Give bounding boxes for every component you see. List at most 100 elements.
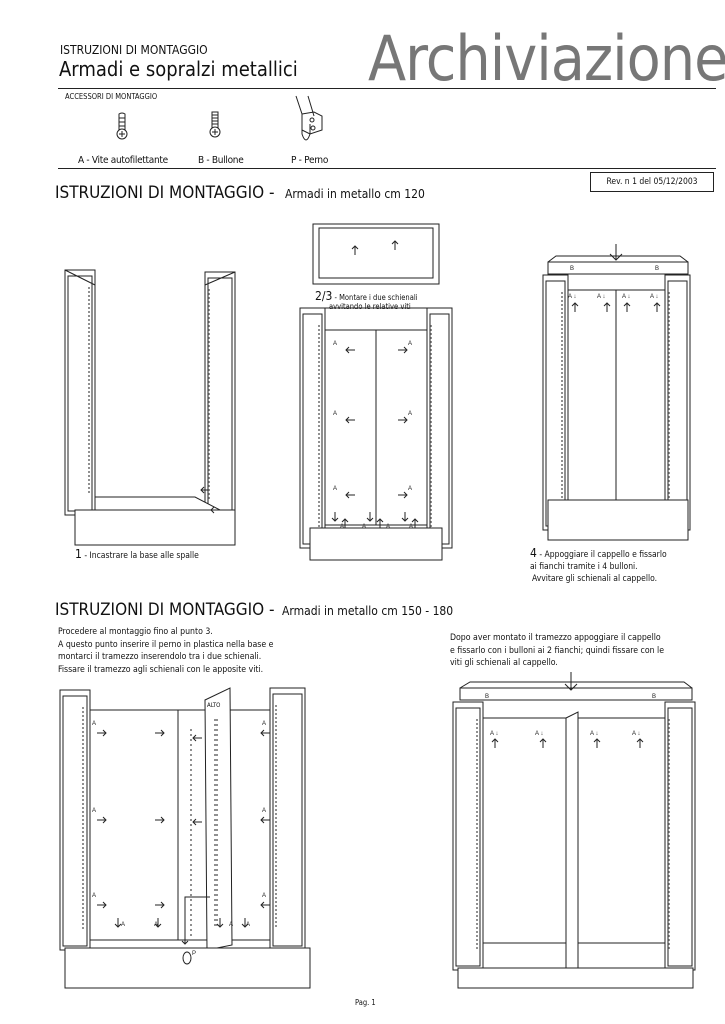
base bbox=[94, 496, 221, 511]
diagram-label: B bbox=[655, 266, 659, 272]
header-subtitle: Armadi e sopralzi metallici bbox=[59, 57, 298, 81]
diagram-label: A bbox=[333, 411, 337, 417]
arrow-right-icon bbox=[155, 816, 165, 824]
diagram-label: A bbox=[362, 524, 366, 530]
arrow-right-icon bbox=[155, 729, 165, 737]
side-panel-inner bbox=[272, 693, 303, 947]
arrow-up-icon bbox=[491, 738, 499, 748]
text-line: montarci il tramezzo inserendolo tra i d… bbox=[58, 652, 262, 662]
step1-caption: 1 - Incastrare la base alle spalle bbox=[75, 547, 199, 561]
top-cap bbox=[547, 261, 689, 275]
diagram-label: A bbox=[262, 893, 266, 899]
step1-number: 1 bbox=[75, 547, 82, 561]
side-panel-inner bbox=[455, 707, 481, 967]
arrow-left-icon bbox=[345, 346, 355, 354]
side-panel-inner bbox=[429, 313, 450, 545]
diagram-label: A ↓ bbox=[597, 294, 605, 300]
diagram-label: A bbox=[229, 922, 233, 928]
section2-title: ISTRUZIONI DI MONTAGGIO - bbox=[55, 600, 275, 620]
side-panel-inner bbox=[207, 277, 233, 519]
top-cap-inner bbox=[318, 227, 434, 279]
arrow-up-icon bbox=[623, 302, 631, 312]
arrow-down-icon bbox=[401, 512, 409, 522]
arrow-down-icon bbox=[331, 512, 339, 522]
arrow-up-icon bbox=[351, 245, 359, 255]
revision-box: Rev. n 1 del 05/12/2003 bbox=[590, 172, 714, 192]
diagram-label: A bbox=[92, 721, 96, 727]
arrow-down-icon bbox=[564, 672, 578, 691]
arrow-left-icon bbox=[345, 491, 355, 499]
diagram-label: A bbox=[262, 721, 266, 727]
arrow-up-icon bbox=[603, 302, 611, 312]
diagram-label: A bbox=[333, 341, 337, 347]
arrow-up-icon bbox=[636, 738, 644, 748]
arrow-up-icon bbox=[653, 302, 661, 312]
diagram-label: A bbox=[333, 486, 337, 492]
diagram-label: B bbox=[485, 694, 489, 700]
diagram-label: A ↓ bbox=[568, 294, 576, 300]
diagram-label: A bbox=[386, 524, 390, 530]
base bbox=[309, 527, 443, 561]
arrow-right-icon bbox=[97, 729, 107, 737]
top-cap bbox=[459, 687, 693, 701]
arrow-right-icon bbox=[398, 416, 408, 424]
arrow-down-icon bbox=[366, 512, 374, 522]
arrow-right-icon bbox=[155, 901, 165, 909]
diagram-label: A bbox=[340, 524, 344, 530]
text-line: Procedere al montaggio fino al punto 3. bbox=[58, 627, 213, 637]
page-number: Pag. 1 bbox=[355, 998, 376, 1007]
diagram-label: A ↓ bbox=[490, 731, 498, 737]
step4-number: 4 bbox=[530, 546, 537, 560]
divider-panel bbox=[565, 711, 579, 969]
diagram-label: P bbox=[192, 951, 196, 957]
arrow-up-icon bbox=[341, 518, 349, 528]
step23-number: 2/3 bbox=[315, 289, 333, 303]
diagram-label: A bbox=[154, 922, 158, 928]
diagram-label: B bbox=[570, 266, 574, 272]
diagram-label: A ↓ bbox=[632, 731, 640, 737]
arrow-left-icon bbox=[200, 486, 210, 494]
divider bbox=[58, 88, 716, 89]
top-cap-edge bbox=[459, 681, 693, 689]
diagram-label: A bbox=[246, 922, 250, 928]
pin-icon bbox=[182, 951, 192, 965]
text-line: Fissare il tramezzo agli schienali con l… bbox=[58, 664, 264, 675]
arrow-left-icon bbox=[260, 901, 270, 909]
arrow-down-icon bbox=[609, 244, 623, 261]
diagram-label: A bbox=[409, 524, 413, 530]
arrow-down-icon bbox=[114, 918, 122, 928]
arrow-left-icon bbox=[345, 416, 355, 424]
diagram-label: A bbox=[92, 808, 96, 814]
top-cap-edge bbox=[547, 255, 689, 263]
divider-panel bbox=[204, 687, 233, 951]
side-panel-inner bbox=[667, 280, 688, 527]
arrow-down-icon bbox=[181, 935, 189, 945]
accessory-label-a: A - Vite autofilettante bbox=[78, 155, 168, 166]
arrow-right-icon bbox=[97, 816, 107, 824]
back-panel bbox=[89, 709, 271, 941]
section2-subtitle: Armadi in metallo cm 150 - 180 bbox=[282, 604, 454, 618]
section1-subtitle: Armadi in metallo cm 120 bbox=[285, 187, 425, 201]
accessory-label-b: B - Bullone bbox=[198, 155, 244, 166]
diagram-label: A bbox=[262, 808, 266, 814]
section2-left-text: Procedere al montaggio fino al punto 3. … bbox=[58, 626, 273, 676]
arrow-up-icon bbox=[571, 302, 579, 312]
diagram-label: A ↓ bbox=[535, 731, 543, 737]
diagram-label: A bbox=[92, 893, 96, 899]
arrow-left-icon bbox=[192, 734, 202, 742]
arrow-down-icon bbox=[216, 918, 224, 928]
text-line: viti gli schienali al cappello. bbox=[450, 658, 558, 668]
arrow-up-icon bbox=[593, 738, 601, 748]
step1-text: - Incastrare la base alle spalle bbox=[84, 551, 199, 561]
accessories-title: ACCESSORI DI MONTAGGIO bbox=[65, 92, 158, 101]
diagram-label: B bbox=[652, 694, 656, 700]
diagram-label: A bbox=[408, 411, 412, 417]
brand-title: Archiviazione bbox=[368, 22, 725, 95]
diagram-label: A bbox=[408, 486, 412, 492]
pin-icon bbox=[295, 95, 323, 141]
arrow-down-icon bbox=[241, 918, 249, 928]
section1-title: ISTRUZIONI DI MONTAGGIO - bbox=[55, 183, 275, 203]
diagram-label: A ↓ bbox=[650, 294, 658, 300]
